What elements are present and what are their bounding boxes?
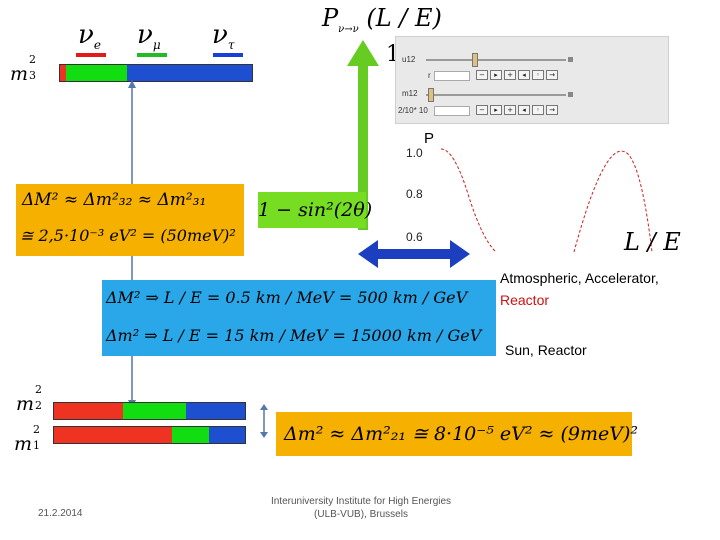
row2-button-group: − ▸ + ◂ ◦ → <box>476 105 558 115</box>
nu-tau-underline <box>213 53 243 57</box>
formula-p: P <box>322 4 339 32</box>
row2-loop-button[interactable]: ◦ <box>532 105 544 115</box>
solar-splitting-box: Δm² ≈ Δm²₂₁ ≅ 8·10⁻⁵ eV² ≈ (9meV)² <box>276 412 638 456</box>
mixing-bar-m2 <box>53 402 246 420</box>
row2-back-button[interactable]: ◂ <box>518 105 530 115</box>
nu-e-underline <box>76 53 106 57</box>
m1-base: m <box>14 433 33 455</box>
slider-m12-thumb[interactable] <box>428 88 434 102</box>
row2-value-field[interactable] <box>434 106 470 116</box>
slider-u12-end-knob[interactable] <box>568 57 573 62</box>
row2-forward-button[interactable]: → <box>546 105 558 115</box>
row1-loop-button[interactable]: ◦ <box>532 70 544 80</box>
nu-mu-underline <box>137 53 167 57</box>
sin-squared-box: 1 − sin²(2θ) <box>258 192 372 228</box>
m3-muon-segment <box>65 65 128 81</box>
m2-electron-segment <box>54 403 123 419</box>
plot-ytick-0_8: 0.8 <box>406 187 423 201</box>
m3-base: m <box>10 63 29 85</box>
m2-tau-segment <box>185 403 245 419</box>
note-atmospheric: Atmospheric, Accelerator, <box>500 270 659 286</box>
nu-e-symbol: ν <box>78 20 94 50</box>
oscillation-probability-formula: Pν→ν (L / E) <box>322 4 442 35</box>
plot-ytick-1: 1.0 <box>406 146 423 160</box>
slider-m12-label: m12 <box>402 89 418 98</box>
probability-plot: P 1.0 0.8 0.6 L / E <box>396 124 696 256</box>
note-sun-reactor: Sun, Reactor <box>505 342 587 358</box>
m2-base: m <box>16 393 35 415</box>
mixing-bar-m3 <box>59 64 253 82</box>
plot-ytick-0_6: 0.6 <box>406 230 423 244</box>
control-panel: u12 r − ▸ + ◂ ◦ → m12 2/10* 10 − ▸ + ◂ ◦… <box>395 36 669 124</box>
nu-tau-sub: τ <box>227 38 235 53</box>
baseline-line2: Δm² ⇒ L / E = 15 km / MeV = 15000 km / G… <box>106 326 482 345</box>
row1-button-group: − ▸ + ◂ ◦ → <box>476 70 558 80</box>
row2-play-button[interactable]: ▸ <box>490 105 502 115</box>
atmospheric-splitting-box: ΔM² ≈ Δm²₃₂ ≈ Δm²₃₁ ≅ 2,5·10⁻³ eV² = (50… <box>16 184 244 256</box>
row1-play-button[interactable]: ▸ <box>490 70 502 80</box>
nu-mu-sub: μ <box>152 38 161 53</box>
row1-left-label: r <box>428 71 431 80</box>
m3-sub: 3 <box>29 69 37 82</box>
m1-sub: 1 <box>33 439 41 452</box>
row1-plus-button[interactable]: + <box>504 70 516 80</box>
slider-u12-track[interactable] <box>426 59 566 61</box>
footer-institute-line2: (ULB-VUB), Brussels <box>314 509 408 520</box>
m2-muon-segment <box>122 403 186 419</box>
row2-minus-button[interactable]: − <box>476 105 488 115</box>
plot-x-label: L / E <box>624 228 681 256</box>
small-splitting-arrow <box>260 404 268 438</box>
m1-sup: 2 <box>33 423 41 436</box>
row1-minus-button[interactable]: − <box>476 70 488 80</box>
footer-institute-line1: Interuniversity Institute for High Energ… <box>270 496 452 507</box>
atm-splitting-line2: ≅ 2,5·10⁻³ eV² = (50meV)² <box>20 226 236 245</box>
m3-tau-segment <box>127 65 252 81</box>
m1-muon-segment <box>172 427 209 443</box>
nu-mu-symbol: ν <box>137 20 153 50</box>
m1-tau-segment <box>208 427 245 443</box>
m2-sub: 2 <box>35 399 43 412</box>
m2-sup: 2 <box>35 383 43 396</box>
row2-plus-button[interactable]: + <box>504 105 516 115</box>
nu-tau-label: ντ <box>212 22 234 51</box>
plot-y-label: P <box>424 130 435 147</box>
nu-mu-label: νμ <box>137 22 161 51</box>
slider-u12-label: u12 <box>402 55 416 64</box>
blue-double-arrow <box>358 240 470 268</box>
footer-institute: Interuniversity Institute for High Energ… <box>250 496 472 520</box>
slider-u12-thumb[interactable] <box>472 53 478 67</box>
row1-forward-button[interactable]: → <box>546 70 558 80</box>
footer-date: 21.2.2014 <box>38 508 83 519</box>
formula-sub: ν→ν <box>338 23 359 35</box>
baseline-energy-box: ΔM² ⇒ L / E = 0.5 km / MeV = 500 km / Ge… <box>102 280 496 356</box>
note-reactor: Reactor <box>500 292 550 308</box>
formula-arg: (L / E) <box>366 4 442 32</box>
nu-e-label: νe <box>78 22 101 51</box>
row2-left-label: 2/10* 10 <box>398 106 428 115</box>
row1-value-field[interactable] <box>434 71 470 81</box>
row1-back-button[interactable]: ◂ <box>518 70 530 80</box>
slider-m12-end-knob[interactable] <box>568 92 573 97</box>
plot-curve <box>440 148 653 253</box>
m3-sup: 2 <box>29 53 37 66</box>
atm-splitting-line1: ΔM² ≈ Δm²₃₂ ≈ Δm²₃₁ <box>22 190 207 210</box>
nu-tau-symbol: ν <box>212 20 228 50</box>
m1-electron-segment <box>54 427 173 443</box>
slider-m12-track[interactable] <box>426 94 566 96</box>
m3-electron-segment <box>60 65 66 81</box>
mixing-bar-m1 <box>53 426 246 444</box>
green-probability-arrow <box>347 40 379 230</box>
nu-e-sub: e <box>93 38 101 53</box>
baseline-line1: ΔM² ⇒ L / E = 0.5 km / MeV = 500 km / Ge… <box>106 288 468 307</box>
